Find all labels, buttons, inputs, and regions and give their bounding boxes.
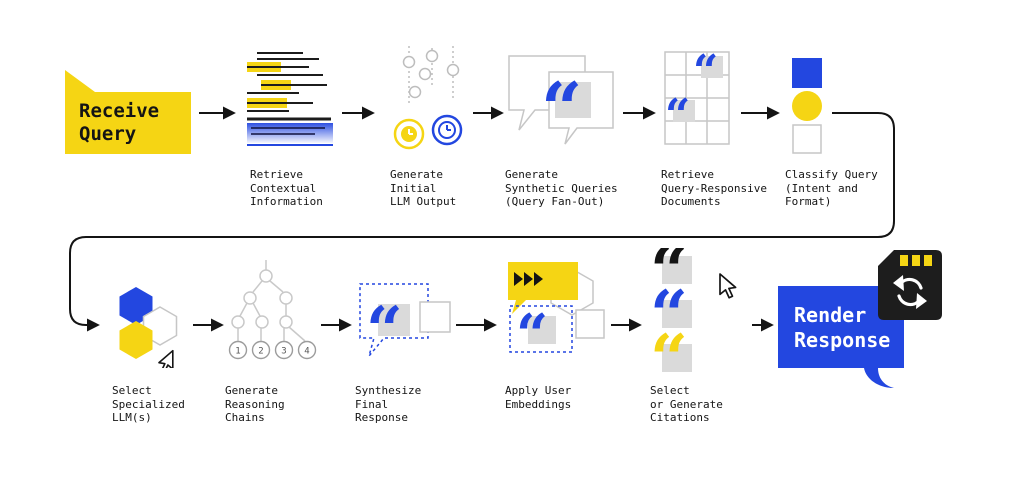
cursor-icon xyxy=(158,349,174,368)
step-label: Retrieve Contextual Information xyxy=(250,168,323,208)
yellow-clock-icon xyxy=(393,118,425,150)
chain-number: 3 xyxy=(281,347,286,357)
quote-icon: “ xyxy=(665,90,690,141)
chain-number: 4 xyxy=(304,347,309,357)
start-node: Receive Query xyxy=(65,70,191,154)
end-label: Render Response xyxy=(794,303,891,352)
step-label: Synthesize Final Response xyxy=(355,384,422,424)
documents-grid-icon: “ “ xyxy=(664,50,730,145)
step-label: Generate Synthetic Queries (Query Fan-Ou… xyxy=(505,168,618,208)
end-node: Render Response xyxy=(778,286,908,396)
step-label: Retrieve Query-Responsive Documents xyxy=(661,168,767,208)
start-label: Receive Query xyxy=(79,100,160,145)
quote-icon: “ xyxy=(650,248,688,310)
blue-clock-icon xyxy=(431,114,463,146)
step-label: Apply User Embeddings xyxy=(505,384,572,411)
synthetic-queries-icon: “ xyxy=(508,55,614,151)
quote-icon: “ xyxy=(650,276,688,354)
quote-icon: “ xyxy=(366,293,403,368)
classify-shapes-icon xyxy=(792,58,822,154)
step-label: Generate Reasoning Chains xyxy=(225,384,285,424)
quote-icon: “ xyxy=(650,320,688,384)
chain-number: 1 xyxy=(235,347,240,357)
step-label: Select or Generate Citations xyxy=(650,384,723,424)
llm-hexagons-icon xyxy=(119,287,178,368)
cursor-icon xyxy=(719,273,737,299)
final-response-icon: “ xyxy=(359,283,451,368)
step-label: Generate Initial LLM Output xyxy=(390,168,457,208)
quote-icon: “ xyxy=(693,50,718,97)
memory-card-icon xyxy=(878,250,942,320)
reasoning-tree-icon: 1 2 3 4 xyxy=(228,260,317,360)
quote-icon: “ xyxy=(516,302,548,368)
context-retrieval-icon xyxy=(247,52,333,146)
chain-number: 2 xyxy=(258,347,263,357)
speech-bubble-icon xyxy=(65,70,191,154)
wrap-connector xyxy=(69,112,895,332)
initial-output-icon xyxy=(393,46,463,150)
step-label: Select Specialized LLM(s) xyxy=(112,384,185,424)
user-embeddings-icon: “ xyxy=(508,262,605,368)
quote-icon: “ xyxy=(541,66,582,151)
speech-bubble-icon xyxy=(778,286,904,388)
citations-quotes-icon: “ “ “ xyxy=(650,248,737,384)
step-label: Classify Query (Intent and Format) xyxy=(785,168,878,208)
